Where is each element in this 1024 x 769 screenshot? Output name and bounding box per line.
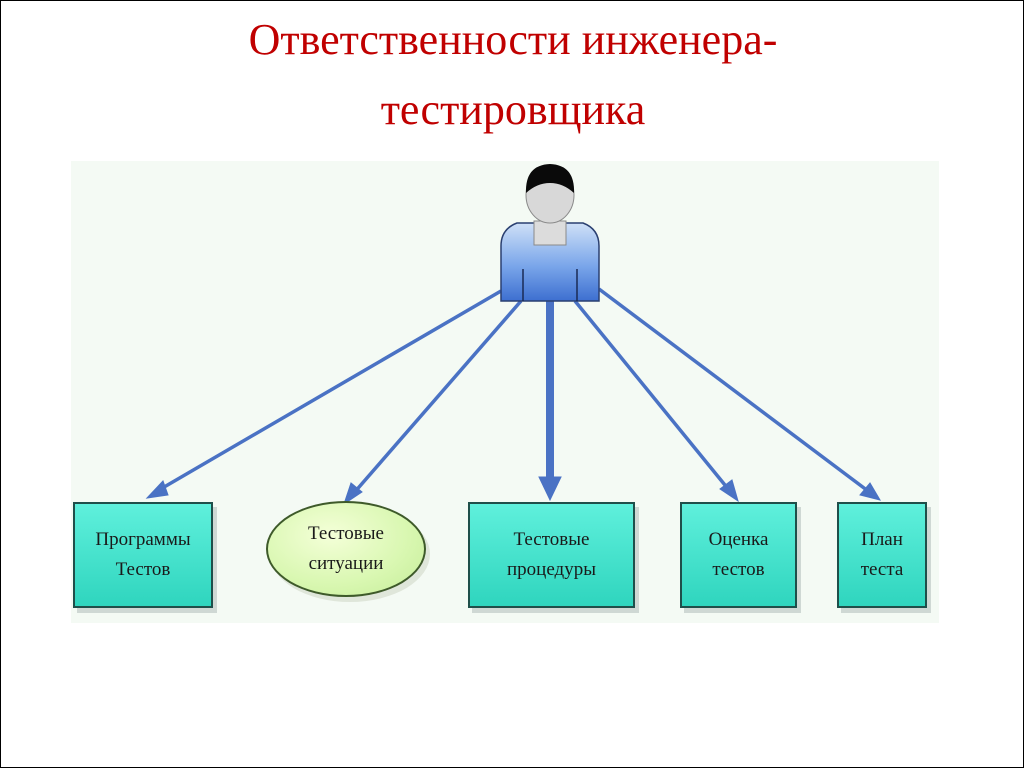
- slide-title-line1: Ответственности инженера-: [248, 15, 778, 64]
- node-situations-line1: Тестовые: [308, 523, 384, 544]
- slide-title-line2: тестировщика: [380, 85, 646, 134]
- slide-title: Ответственности инженера- тестировщика: [1, 1, 1024, 145]
- person-icon: [500, 164, 600, 302]
- arrow-to-programs: [145, 289, 502, 499]
- node-plan: План теста: [837, 502, 927, 608]
- node-plan-line2: теста: [860, 559, 904, 580]
- node-programs-line1: Программы: [95, 529, 191, 550]
- node-evaluation: Оценка тестов: [680, 502, 797, 608]
- node-evaluation-line2: тестов: [712, 559, 765, 580]
- arrows: [145, 287, 882, 506]
- node-procedures-line2: процедуры: [507, 559, 596, 580]
- arrow-to-situations: [343, 299, 523, 506]
- node-plan-line1: План: [861, 529, 903, 550]
- arrow-to-plan: [597, 287, 882, 501]
- node-programs-line2: Тестов: [115, 559, 171, 580]
- arrow-to-evaluation: [573, 299, 739, 503]
- node-procedures: Тестовые процедуры: [468, 502, 635, 608]
- node-situations-line2: ситуации: [308, 553, 384, 574]
- node-programs: Программы Тестов: [73, 502, 213, 608]
- node-situations: Тестовые ситуации: [266, 501, 426, 597]
- arrow-to-procedures: [538, 301, 562, 502]
- node-procedures-line1: Тестовые: [513, 529, 590, 550]
- node-evaluation-line1: Оценка: [708, 529, 769, 550]
